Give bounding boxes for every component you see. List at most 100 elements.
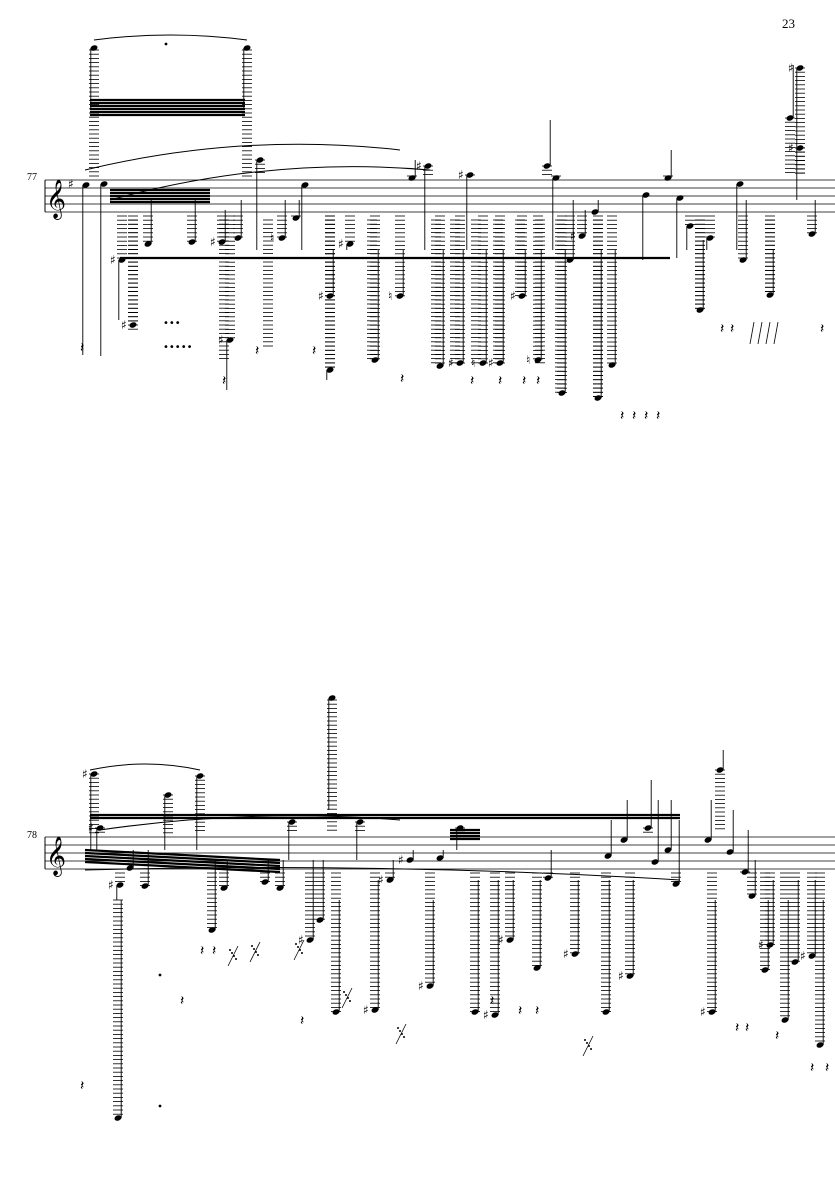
note2-43-notehead	[766, 942, 774, 948]
note2-36-notehead	[704, 837, 712, 843]
sharp-icon: ♯	[618, 969, 624, 983]
note2-8-notehead	[220, 885, 228, 891]
sharp-icon: ♯	[458, 168, 464, 182]
rest-icon: 𝄽	[656, 408, 660, 424]
sharp-icon: ♯	[218, 333, 224, 347]
grace-dot	[257, 954, 259, 956]
rest-icon: 𝄽	[536, 373, 540, 389]
note2-10-notehead	[276, 885, 284, 891]
augmentation-dots: •••••	[163, 342, 193, 353]
note-36-notehead	[664, 175, 672, 181]
note2-37-notehead	[708, 1009, 716, 1015]
note2-19-notehead	[426, 983, 434, 989]
note-44-notehead	[786, 115, 794, 121]
note-32-notehead	[591, 209, 599, 215]
rest-icon: 𝄽	[400, 371, 404, 387]
tie-slur	[93, 34, 248, 41]
note-23-notehead	[479, 360, 487, 366]
note2-16-notehead	[371, 1007, 379, 1013]
note2-34-notehead	[664, 847, 672, 853]
slur	[99, 815, 401, 831]
note-2-notehead	[118, 257, 126, 263]
note-17-notehead	[396, 293, 404, 299]
sharp-icon: ♯	[121, 318, 127, 332]
rest-icon: 𝄽	[735, 1020, 739, 1036]
high-note-b-notehead	[243, 45, 251, 51]
note2-46-notehead	[808, 953, 816, 959]
note-8-notehead	[234, 235, 242, 241]
slur	[84, 143, 401, 171]
rest-icon: 𝄽	[820, 321, 824, 337]
rest-icon: 𝄽	[632, 408, 636, 424]
grace-dot	[251, 945, 253, 947]
note-0-notehead	[82, 182, 90, 188]
note2-4-notehead	[141, 883, 149, 889]
note2-6-notehead	[196, 773, 204, 779]
grace-dot	[295, 943, 297, 945]
sharp-icon: ♯	[88, 821, 94, 835]
grace-dot	[231, 952, 233, 954]
slur	[89, 763, 201, 771]
note2-25-notehead	[533, 965, 541, 971]
note-22-notehead	[466, 172, 474, 178]
note-43-notehead	[766, 292, 774, 298]
note2-35-notehead	[672, 881, 680, 887]
grace-dot	[235, 958, 237, 960]
sharp-icon: ♯	[788, 61, 794, 75]
grace-stem	[773, 321, 779, 345]
sharp-icon: ♯	[298, 933, 304, 947]
rest-icon: 𝄽	[522, 373, 526, 389]
note2-26-notehead	[544, 875, 552, 881]
key-signature-sharp-icon: ♯	[68, 177, 74, 191]
grace-dot	[403, 1036, 405, 1038]
note2-47-notehead	[816, 1042, 824, 1048]
note2-38-notehead	[716, 767, 724, 773]
beam	[84, 848, 281, 862]
rest-icon: 𝄽	[180, 993, 184, 1009]
grace-stem	[293, 939, 305, 961]
note2-33-notehead	[651, 859, 659, 865]
grace-dot	[301, 952, 303, 954]
low-note-deep-notehead	[114, 1115, 122, 1121]
sharp-icon: ♯	[483, 1008, 489, 1022]
note-9-notehead	[256, 157, 264, 163]
grace-stem	[341, 987, 353, 1009]
sharp-icon: ♯	[758, 938, 764, 952]
beam	[84, 854, 281, 868]
page-number: 23	[782, 16, 795, 31]
note-20-notehead	[436, 363, 444, 369]
note2-2-notehead	[116, 882, 124, 888]
grace-stem	[249, 941, 261, 963]
treble-clef-icon: 𝄞	[46, 836, 66, 877]
note2-11-notehead	[288, 819, 296, 825]
high-note-d-notehead	[328, 695, 336, 701]
augmentation-dot	[164, 42, 168, 46]
sharp-icon: ♯	[418, 979, 424, 993]
note2-30-notehead	[620, 837, 628, 843]
rest-icon: 𝄽	[222, 373, 226, 389]
grace-dot	[590, 1048, 592, 1050]
sharp-icon: ♯	[110, 253, 116, 267]
note2-45-notehead	[791, 959, 799, 965]
note2-13-notehead	[316, 917, 324, 923]
note2-7-notehead	[208, 927, 216, 933]
note-40-notehead	[706, 235, 714, 241]
sharp-icon: ♯	[488, 356, 494, 370]
note-35-notehead	[642, 192, 650, 198]
grace-stem	[395, 1023, 407, 1045]
note2-22-notehead	[471, 1009, 479, 1015]
sharp-icon: ♯	[363, 1003, 369, 1017]
sharp-icon: ♯	[210, 235, 216, 249]
note-5-notehead	[188, 239, 196, 245]
rest-icon: 𝄽	[212, 943, 216, 959]
grace-stem	[757, 321, 763, 345]
note-18-notehead	[408, 175, 416, 181]
measure-number-78: 78	[27, 830, 37, 841]
high-note-a-notehead	[90, 45, 98, 51]
grace-dot	[397, 1027, 399, 1029]
note2-21-notehead	[456, 825, 464, 831]
note2-15-notehead	[356, 819, 364, 825]
note-27-notehead	[543, 163, 551, 169]
sharp-icon: ♯	[416, 159, 422, 173]
note2-28-notehead	[602, 1009, 610, 1015]
